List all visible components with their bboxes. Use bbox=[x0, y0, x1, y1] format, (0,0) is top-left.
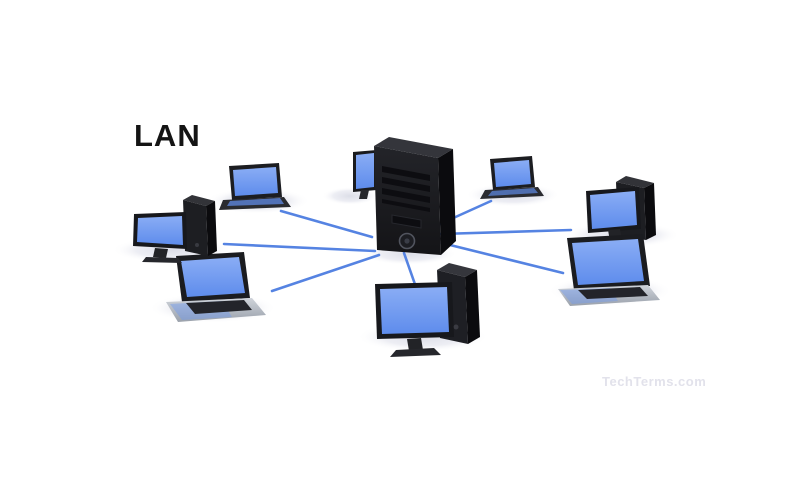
laptop-top-left bbox=[219, 163, 291, 210]
pc-tower-front bbox=[183, 200, 208, 256]
laptop-top-right bbox=[480, 156, 544, 199]
cable-laptop-top-left bbox=[279, 209, 374, 239]
server-side bbox=[438, 149, 456, 255]
monitor-screen bbox=[380, 287, 449, 334]
watermark: TechTerms.com bbox=[602, 374, 707, 389]
cable-laptop-left bbox=[270, 253, 381, 293]
laptop-screen bbox=[181, 257, 245, 297]
pc-tower-side bbox=[644, 183, 656, 240]
server-top bbox=[374, 137, 453, 158]
laptop-keyboard bbox=[578, 287, 648, 299]
monitor-screen bbox=[137, 216, 183, 245]
monitor-stand bbox=[153, 248, 168, 258]
laptop-screen bbox=[494, 160, 531, 187]
desktop-bottom bbox=[375, 263, 480, 357]
pc-tower-button bbox=[453, 324, 459, 330]
monitor-stand bbox=[407, 338, 423, 351]
server-tower bbox=[374, 137, 456, 255]
monitor-stand-base bbox=[390, 348, 441, 357]
pc-tower-button bbox=[195, 243, 199, 247]
pc-tower-side bbox=[206, 201, 217, 256]
laptop-keyboard bbox=[488, 188, 538, 196]
monitor-stand-base bbox=[142, 257, 182, 263]
monitor-stand bbox=[359, 190, 369, 199]
pc-tower-top bbox=[437, 263, 477, 277]
page-title: LAN bbox=[134, 118, 201, 153]
laptop-keyboard bbox=[186, 300, 252, 314]
server-drive-bays bbox=[382, 166, 430, 212]
monitor-screen bbox=[590, 191, 637, 229]
cable-desktop-right bbox=[438, 228, 573, 236]
pc-tower-side bbox=[465, 270, 480, 344]
server-bay-panel bbox=[391, 214, 422, 229]
laptop-left bbox=[166, 252, 266, 322]
desktop-left bbox=[133, 195, 217, 263]
server-fan-hub bbox=[404, 238, 410, 244]
pc-tower-top bbox=[183, 195, 215, 206]
monitor-behind-server bbox=[353, 150, 377, 199]
laptop-right bbox=[558, 234, 660, 306]
laptop-screen bbox=[572, 239, 644, 285]
laptop-keyboard bbox=[227, 198, 284, 206]
monitor-screen bbox=[356, 153, 374, 189]
laptop-screen bbox=[233, 167, 278, 196]
cable-laptop-right bbox=[440, 241, 565, 275]
pc-tower-top bbox=[616, 176, 654, 188]
cable-desktop-left bbox=[222, 242, 377, 253]
